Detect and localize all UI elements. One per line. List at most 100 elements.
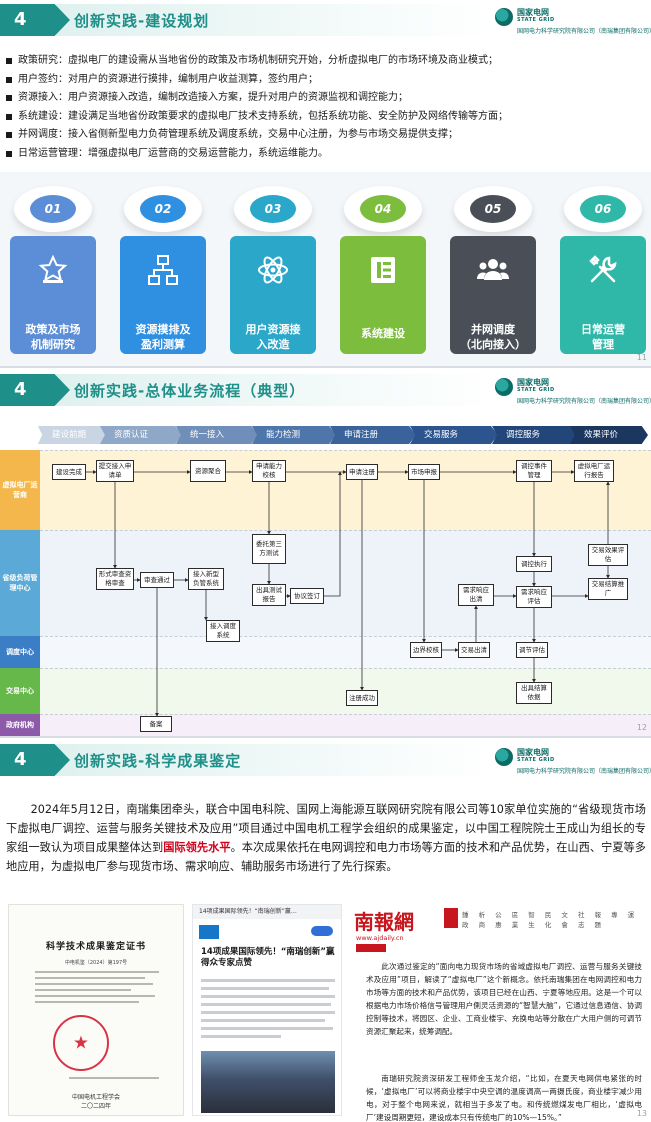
slide-header: 4 创新实践-总体业务流程（典型） 国家电网 STATE GRID 国网电力科学… — [0, 370, 651, 410]
flow-step-box: 交易出清 — [458, 642, 490, 658]
page-number: 11 — [636, 353, 647, 362]
step-card: 用户资源接入改造 — [230, 236, 316, 354]
step-number-badge: 05 — [454, 186, 532, 232]
step-card: 政策及市场机制研究 — [10, 236, 96, 354]
flow-step-box: 委托第三方测试 — [252, 534, 286, 564]
step-card: 资源摸排及盈利测算 — [120, 236, 206, 354]
conference-photo — [201, 1051, 335, 1113]
newspaper-masthead: 南報網 — [354, 910, 414, 934]
swimlane-label: 交易中心 — [0, 668, 40, 714]
newspaper-clipping: 南報網 www.ajdaily.cn 鍾 析 公 區 智 民 文 社 報 專 運… — [350, 904, 646, 1122]
stage-header: 调控服务 — [492, 426, 578, 444]
step-number-badge: 01 — [14, 186, 92, 232]
certificate-issuer: 中国电机工程学会二〇二四年 — [71, 1094, 120, 1110]
source-logo-icon — [199, 925, 219, 939]
stage-header: 能力检测 — [252, 426, 336, 444]
flow-connectors — [86, 470, 610, 717]
certificate-title: 科学技术成果鉴定证书 — [45, 942, 146, 952]
swimlane-label: 调度中心 — [0, 636, 40, 668]
step-card: 系统建设 — [340, 236, 426, 354]
newspaper-nav: 鍾 析 公 區 智 民 文 社 報 專 運 政 商 惠 業 生 化 會 志 題 — [444, 908, 642, 930]
swimlane-label: 虚拟电厂运营商 — [0, 450, 40, 530]
slide-construction-planning: 4 创新实践-建设规划 国家电网 STATE GRID 国网电力科学研究院有限公… — [0, 0, 651, 368]
stage-header: 交易服务 — [410, 426, 498, 444]
section-tag — [356, 944, 386, 952]
step-label: 系统建设 — [361, 327, 405, 340]
red-seal-icon — [53, 1015, 109, 1071]
newspaper-paragraph: 南瑞研究院资深研发工程师金玉龙介绍，“比如，在夏天电网供电紧张的时候，‘虚拟电厂… — [366, 1074, 642, 1122]
steps-panel — [0, 172, 651, 366]
slide-achievement-appraisal: 4 创新实践-科学成果鉴定 国家电网 STATE GRID 国网电力科学研究院有… — [0, 740, 651, 1122]
star-icon — [37, 254, 69, 286]
bullet-item: 系统建设：建设满足当地省份政策要求的虚拟电厂技术支持系统，包括系统功能、安全防护… — [6, 108, 646, 127]
flow-step-box: 接入调度系统 — [206, 620, 240, 642]
page-number: 12 — [636, 723, 647, 732]
swimlane-label: 省级负荷管理中心 — [0, 530, 40, 636]
hierarchy-icon — [147, 254, 179, 286]
users-icon — [477, 254, 509, 286]
slide-business-flow: 4 创新实践-总体业务流程（典型） 国家电网 STATE GRID 国网电力科学… — [0, 370, 651, 738]
state-grid-mark-icon — [495, 8, 513, 26]
stage-header: 统一接入 — [176, 426, 258, 444]
stage-header: 效果评价 — [570, 426, 648, 444]
page-number: 13 — [636, 1109, 647, 1118]
highlight-international-leading: 国际领先水平 — [163, 841, 231, 854]
step-number-badge: 06 — [564, 186, 642, 232]
bullet-item: 政策研究：虚拟电厂的建设需从当地省份的政策及市场机制研究开始，分析虚拟电厂的市场… — [6, 52, 646, 71]
newspaper-paragraph: 此次通过鉴定的“面向电力现货市场的省域虚拟电厂调控、运营与服务关键技术及应用”项… — [366, 962, 642, 1036]
state-grid-mark-icon — [495, 748, 513, 766]
article-headline: 14项成果国际领先！“南瑞创新”赢得众专家点赞 — [201, 947, 335, 968]
step-number-badge: 04 — [344, 186, 422, 232]
article-tab-title: 14项成果国际领先！“南瑞创新”赢… — [193, 905, 341, 919]
step-card: 并网调度（北向接入） — [450, 236, 536, 354]
flow-step-box: 申请注册 — [346, 464, 378, 480]
flow-step-box: 调控事件管理 — [516, 460, 552, 482]
bullet-item: 并网调度：接入省侧新型电力负荷管理系统及调度系统，交易中心注册，为参与市场交易提… — [6, 126, 646, 145]
state-grid-logo: 国家电网 STATE GRID 国网电力科学研究院有限公司（南瑞集团有限公司） — [495, 378, 651, 406]
atom-icon — [257, 254, 289, 286]
flow-step-box: 边界校核 — [410, 642, 442, 658]
step-card: 日常运营管理 — [560, 236, 646, 354]
slide-header: 4 创新实践-科学成果鉴定 国家电网 STATE GRID 国网电力科学研究院有… — [0, 740, 651, 780]
state-grid-mark-icon — [495, 378, 513, 396]
slide-title: 创新实践-建设规划 — [74, 12, 210, 30]
bullet-item: 资源接入：用户资源接入改造，编制改造接入方案，提升对用户的资源监视和调控能力； — [6, 89, 646, 108]
certificate-number: 中电机鉴（2024）第197号 — [64, 960, 128, 966]
list-icon — [367, 254, 399, 286]
section-number: 4 — [0, 374, 70, 406]
slide-title: 创新实践-总体业务流程（典型） — [74, 382, 306, 400]
swimlane-label: 政府机构 — [0, 714, 40, 736]
slide-title: 创新实践-科学成果鉴定 — [74, 752, 242, 770]
appraisal-paragraph: 2024年5月12日，南瑞集团牵头，联合中国电科院、国网上海能源互联网研究院有限… — [6, 803, 646, 873]
step-label: 政策及市场机制研究 — [25, 323, 81, 351]
step-number-badge: 02 — [124, 186, 202, 232]
step-number-badge: 03 — [234, 186, 312, 232]
step-label: 并网调度（北向接入） — [460, 323, 526, 351]
tools-icon — [587, 254, 619, 286]
flow-step-box: 建设完成 — [52, 464, 86, 480]
state-grid-logo: 国家电网 STATE GRID 国网电力科学研究院有限公司（南瑞集团有限公司） — [495, 8, 651, 36]
bullet-item: 日常运营管理：增强虚拟电厂运营商的交易运营能力，系统运维能力。 — [6, 145, 646, 164]
bullet-item: 用户签约：对用户的资源进行摸排，编制用户收益测算，签约用户； — [6, 71, 646, 90]
stage-header: 建设前期 — [38, 426, 108, 444]
slide-header: 4 创新实践-建设规划 国家电网 STATE GRID 国网电力科学研究院有限公… — [0, 0, 651, 40]
step-label: 用户资源接入改造 — [245, 323, 301, 351]
flow-step-box: 出具测试报告 — [252, 584, 286, 606]
flow-arrow — [324, 471, 342, 597]
step-label: 日常运营管理 — [581, 323, 625, 351]
stage-header: 申请注册 — [330, 426, 416, 444]
swimlane-flowchart: 建设前期资质认证统一接入能力检测申请注册交易服务调控服务效果评价虚拟电厂运营商省… — [0, 426, 651, 736]
flow-step-box: 交易效果评估 — [588, 544, 628, 566]
evidence-images: 科学技术成果鉴定证书 中电机鉴（2024）第197号 中国电机工程学会二〇二四年… — [0, 900, 651, 1122]
stage-header: 资质认证 — [100, 426, 182, 444]
follow-button — [311, 926, 333, 936]
state-grid-logo: 国家电网 STATE GRID 国网电力科学研究院有限公司（南瑞集团有限公司） — [495, 748, 651, 776]
step-label: 资源摸排及盈利测算 — [135, 323, 191, 351]
news-article-screenshot: 14项成果国际领先！“南瑞创新”赢… 14项成果国际领先！“南瑞创新”赢得众专家… — [192, 904, 342, 1116]
section-number: 4 — [0, 4, 70, 36]
section-number: 4 — [0, 744, 70, 776]
flow-step-box: 市场申报 — [408, 464, 440, 480]
newspaper-url: www.ajdaily.cn — [356, 934, 404, 942]
planning-bullet-list: 政策研究：虚拟电厂的建设需从当地省份的政策及市场机制研究开始，分析虚拟电厂的市场… — [6, 52, 646, 163]
